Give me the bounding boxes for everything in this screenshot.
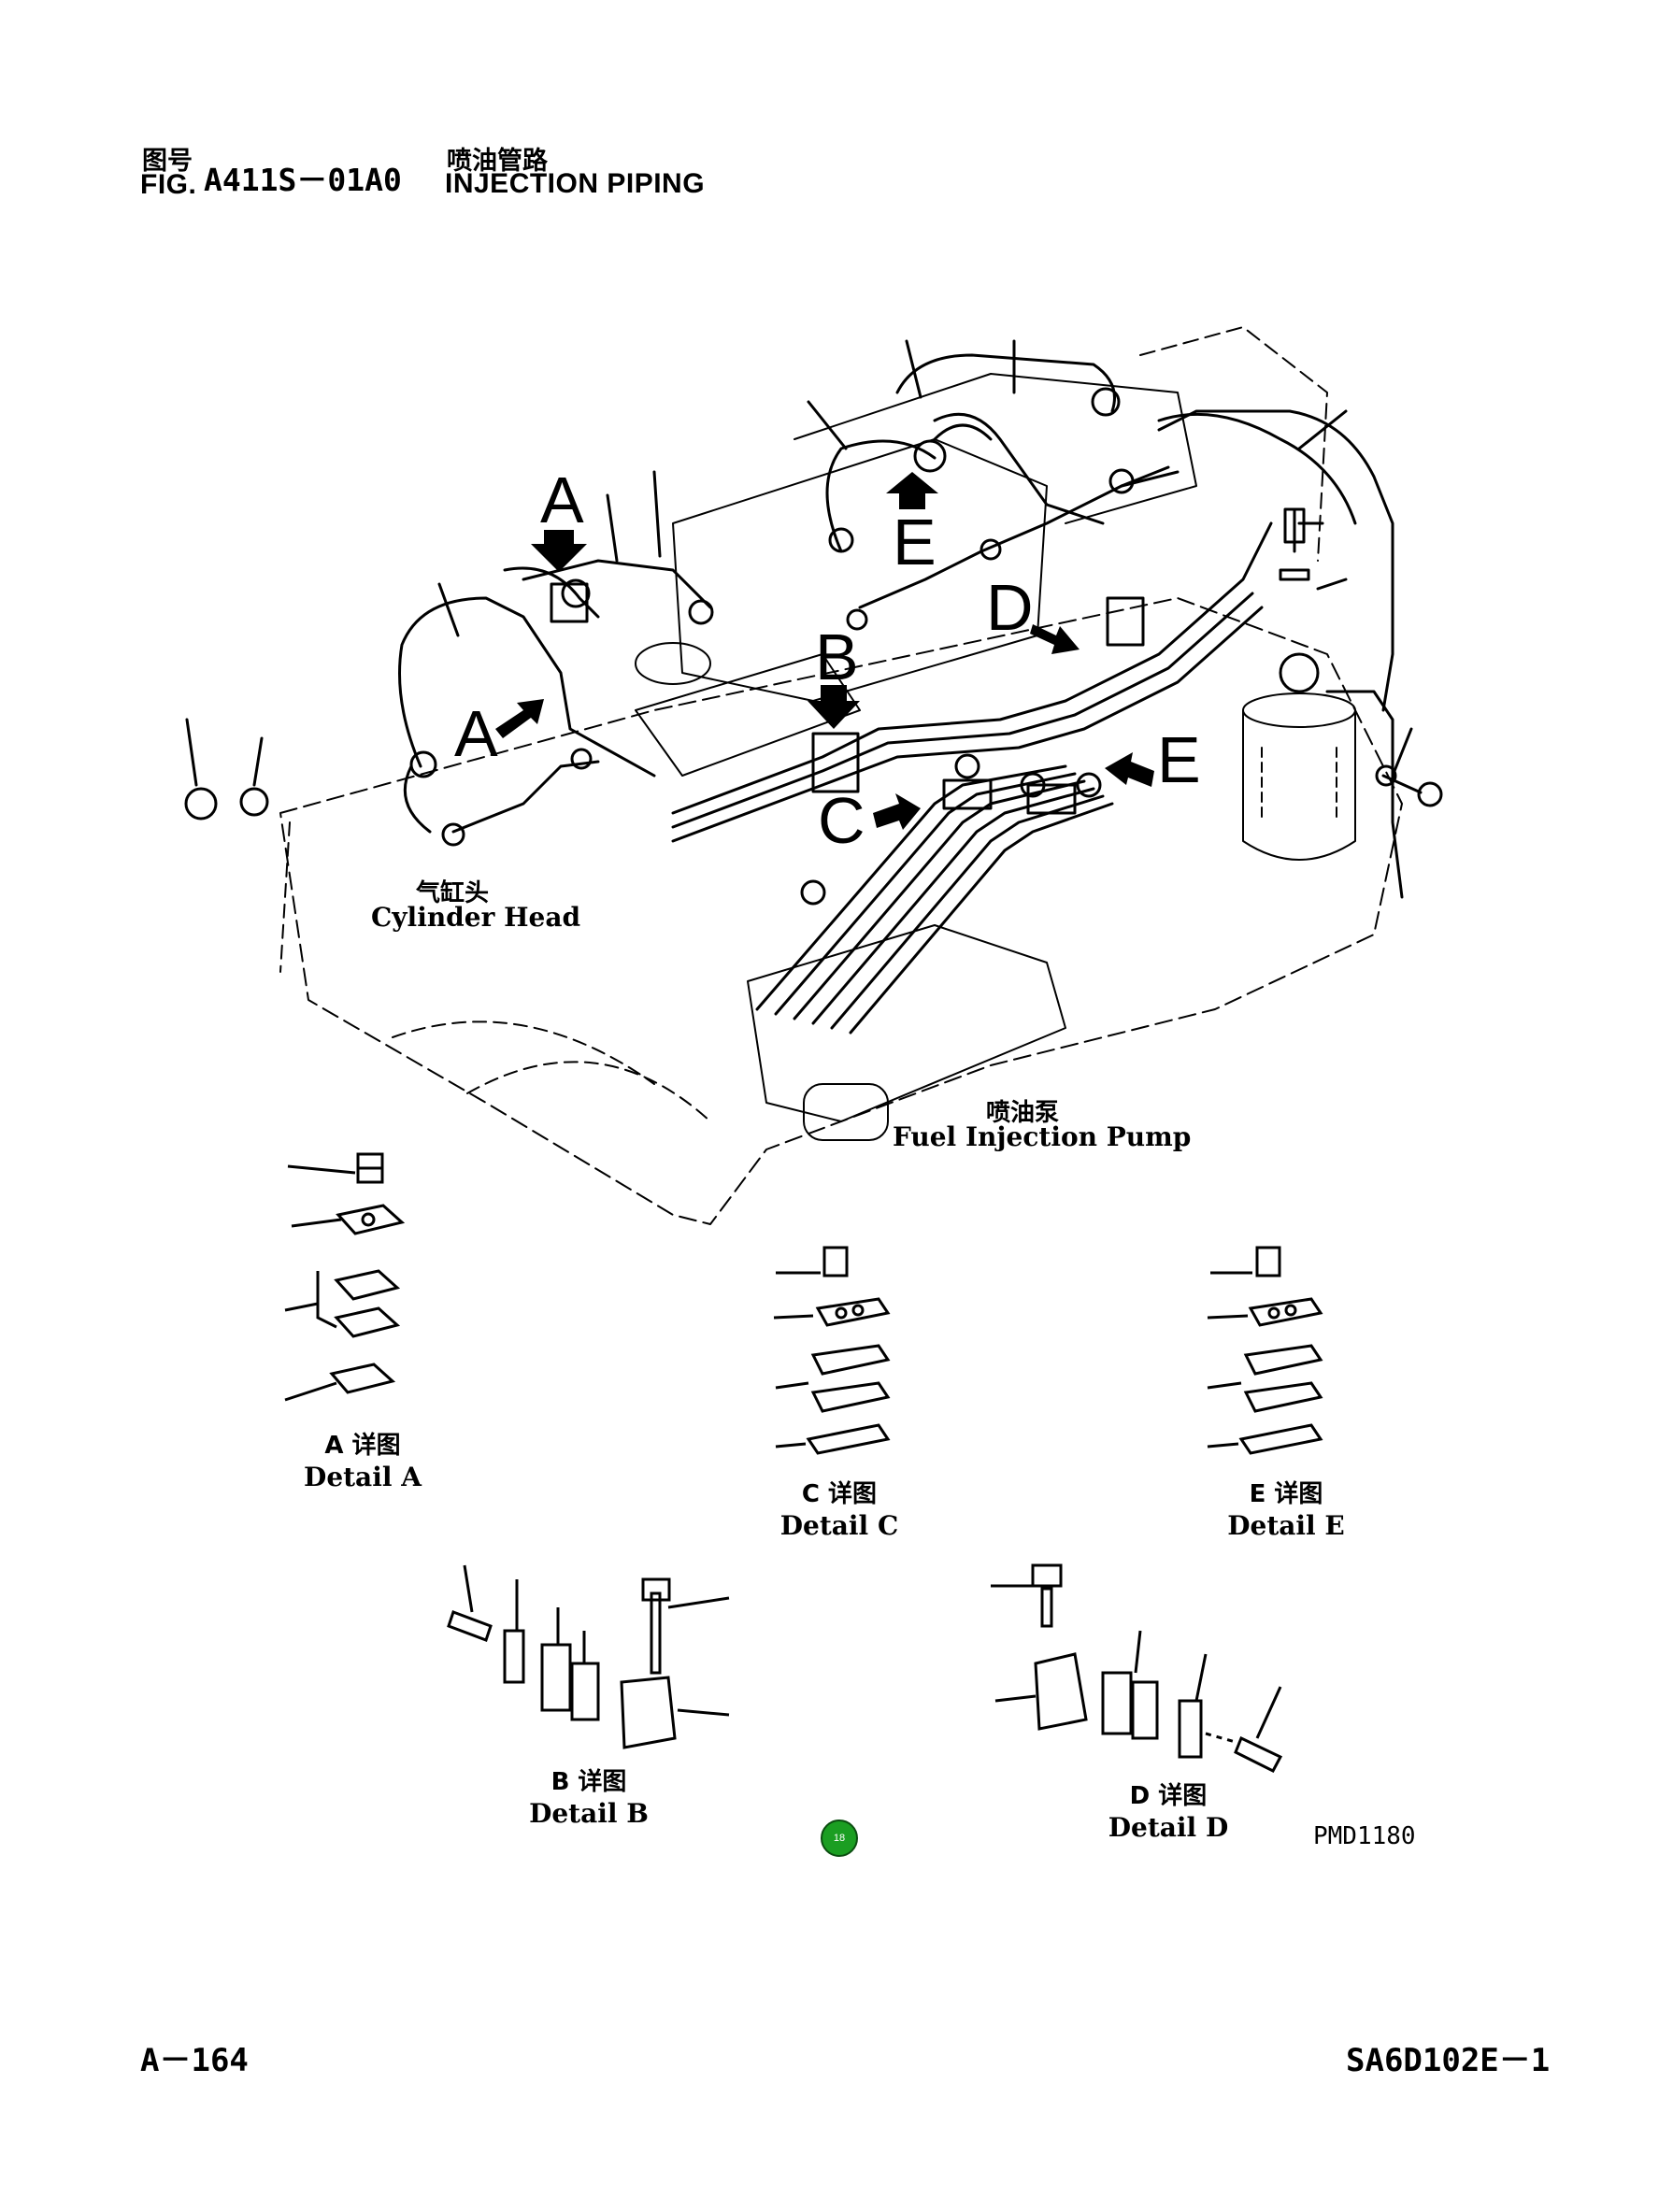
pump-label-en: Fuel Injection Pump <box>893 1121 1192 1152</box>
callout-e-lower: E <box>1157 723 1201 796</box>
detail-d-en: Detail D <box>1108 1812 1229 1843</box>
detail-b-caption: B 详图 Detail B <box>505 1766 673 1830</box>
detail-d-caption: D 详图 Detail D <box>1084 1780 1252 1844</box>
fig-number: A411S－01A0 <box>204 162 402 198</box>
detail-b-en: Detail B <box>529 1798 649 1829</box>
detail-c-cn: C 详图 <box>801 1480 878 1508</box>
page-number: A－164 <box>140 2042 249 2079</box>
pump-label-cn: 喷油泵 <box>986 1099 1060 1127</box>
cylinder-head-label-cn: 气缸头 <box>416 879 490 907</box>
fig-label-cn: 图号 <box>142 147 193 176</box>
callout-d: D <box>986 571 1034 644</box>
detail-a-en: Detail A <box>304 1462 422 1492</box>
detail-e-en: Detail E <box>1227 1510 1345 1541</box>
detail-a-caption: A 详图 Detail A <box>279 1430 447 1493</box>
detail-e-caption: E 详图 Detail E <box>1202 1478 1370 1542</box>
callout-e-upper: E <box>893 506 937 578</box>
title-en: INJECTION PIPING <box>445 168 706 199</box>
callout-a-left: A <box>454 697 498 770</box>
detail-a-cn: A 详图 <box>324 1432 401 1460</box>
callout-c: C <box>818 784 865 857</box>
callout-a-top: A <box>540 464 584 536</box>
callout-b: B <box>815 621 859 693</box>
page-marker-badge[interactable]: 18 <box>821 1820 858 1857</box>
detail-e-cn: E 详图 <box>1249 1480 1323 1508</box>
drawing-code: PMD1180 <box>1313 1822 1416 1850</box>
detail-c-caption: C 详图 Detail C <box>755 1478 923 1542</box>
detail-c-en: Detail C <box>779 1510 899 1541</box>
detail-b-cn: B 详图 <box>551 1768 627 1796</box>
detail-d-cn: D 详图 <box>1129 1782 1208 1810</box>
title-cn: 喷油管路 <box>447 147 548 176</box>
cylinder-head-label-en: Cylinder Head <box>371 902 581 933</box>
fig-label-en: FIG. <box>140 169 197 200</box>
engine-model: SA6D102E－1 <box>1346 2042 1551 2079</box>
